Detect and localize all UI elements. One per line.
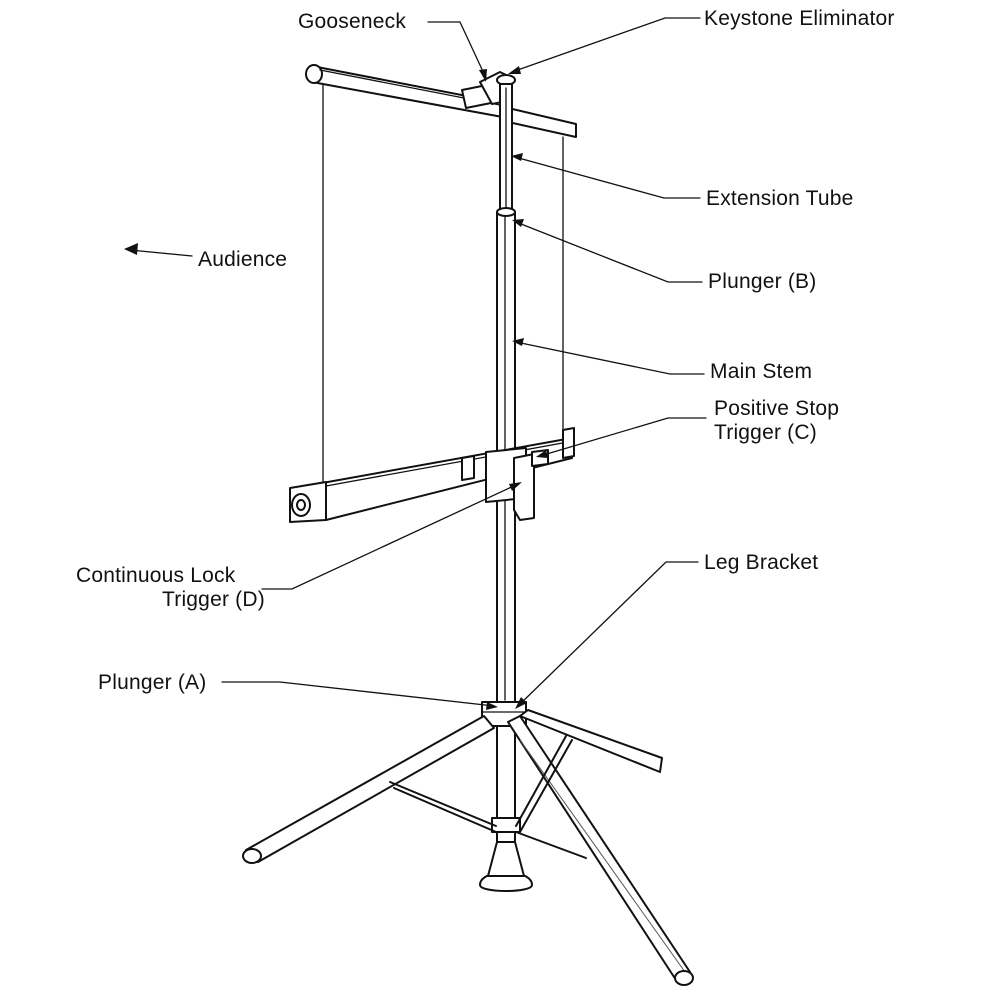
stem-clamp <box>485 447 549 521</box>
label-main-stem: Main Stem <box>710 360 813 383</box>
leader-lines <box>124 17 707 710</box>
screen-fabric <box>322 82 564 487</box>
label-plunger-b: Plunger (B) <box>708 270 817 293</box>
top-bar <box>305 64 577 138</box>
label-gooseneck: Gooseneck <box>298 10 407 33</box>
label-positive-stop-line1: Positive Stop <box>714 397 840 420</box>
label-positive-stop-line2: Trigger (C) <box>714 421 817 444</box>
label-audience: Audience <box>198 248 288 271</box>
extension-tube <box>499 83 513 215</box>
label-leg-bracket: Leg Bracket <box>704 551 819 574</box>
label-extension-tube: Extension Tube <box>706 187 854 210</box>
label-continuous-lock-line1: Continuous Lock <box>76 564 236 587</box>
label-plunger-a: Plunger (A) <box>98 671 207 694</box>
tripod-legs <box>242 709 694 986</box>
lower-stem <box>479 725 533 892</box>
label-continuous-lock-line2: Trigger (D) <box>162 588 265 611</box>
label-keystone-eliminator: Keystone Eliminator <box>704 7 895 30</box>
